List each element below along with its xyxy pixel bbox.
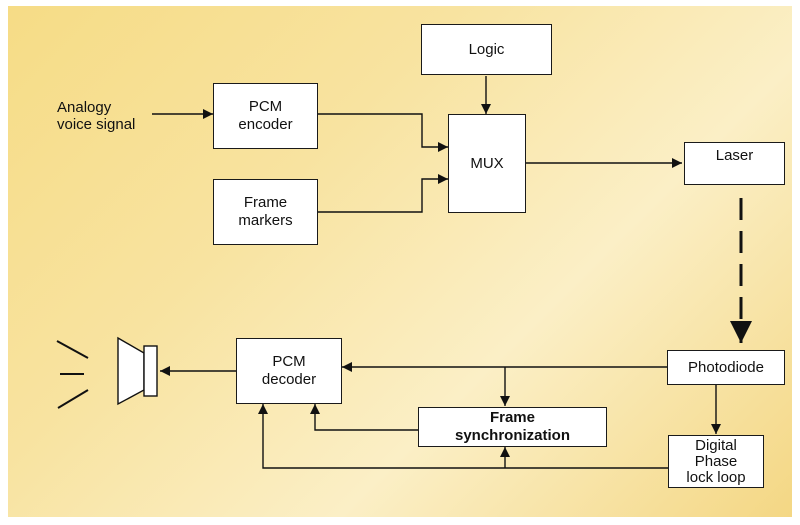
photodiode-block: Photodiode [667, 350, 785, 385]
sound-waves-icon [56, 340, 89, 409]
arrow-framesync-to-decoder [310, 404, 418, 431]
speaker-icon [117, 336, 158, 406]
input-signal-label: Analogy voice signal [57, 99, 136, 133]
logic-block: Logic [421, 24, 552, 75]
arrow-encoder-to-mux [318, 113, 448, 152]
frame-synchronization-block: Frame synchronization [418, 407, 607, 447]
arrow-dpll-to-decoder [258, 404, 668, 469]
arrow-markers-to-mux [318, 174, 448, 213]
pcm-encoder-block: PCM encoder [213, 83, 318, 149]
mux-block: MUX [448, 114, 526, 213]
pcm-decoder-block: PCM decoder [236, 338, 342, 404]
laser-block: Laser [684, 142, 785, 185]
digital-phase-lock-loop-block: Digital Phase lock loop [668, 435, 764, 488]
diagram-background [8, 6, 792, 517]
frame-markers-block: Frame markers [213, 179, 318, 245]
